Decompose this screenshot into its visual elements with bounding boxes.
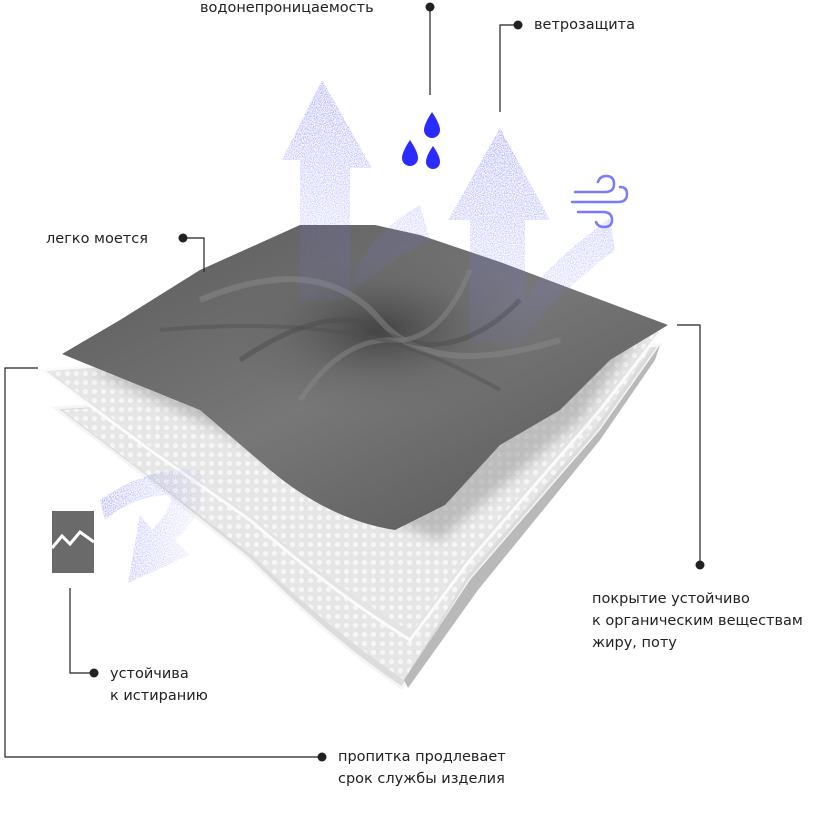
abrasion-arrow bbox=[100, 469, 203, 583]
label-impregnation-line-2: срок службы изделия bbox=[338, 771, 505, 787]
label-coating-line-3: жиру, поту bbox=[592, 635, 677, 651]
windproof-arrow bbox=[448, 128, 615, 345]
torn-fabric-icon bbox=[50, 511, 95, 573]
water-drops-icon bbox=[402, 112, 440, 169]
wind-icon bbox=[570, 174, 629, 229]
leader-dots bbox=[89, 2, 705, 762]
leader-lines bbox=[4, 7, 701, 758]
label-abrasion-line-2: к истиранию bbox=[110, 688, 208, 704]
waterproof-arrow bbox=[282, 80, 430, 300]
label-abrasion: устойчива к истиранию bbox=[110, 663, 208, 707]
label-coating-line-2: к органическим веществам bbox=[592, 613, 803, 629]
label-waterproof: водонепроницаемость bbox=[200, 0, 374, 16]
label-abrasion-line-1: устойчива bbox=[110, 666, 189, 682]
label-windproof: ветрозащита bbox=[534, 17, 635, 33]
label-coating-line-1: покрытие устойчиво bbox=[592, 591, 750, 607]
label-coating: покрытие устойчиво к органическим вещест… bbox=[592, 588, 803, 654]
label-impregnation-line-1: пропитка продлевает bbox=[338, 749, 506, 765]
label-easy-wash: легко моется bbox=[46, 231, 148, 247]
label-impregnation: пропитка продлевает срок службы изделия bbox=[338, 746, 506, 790]
